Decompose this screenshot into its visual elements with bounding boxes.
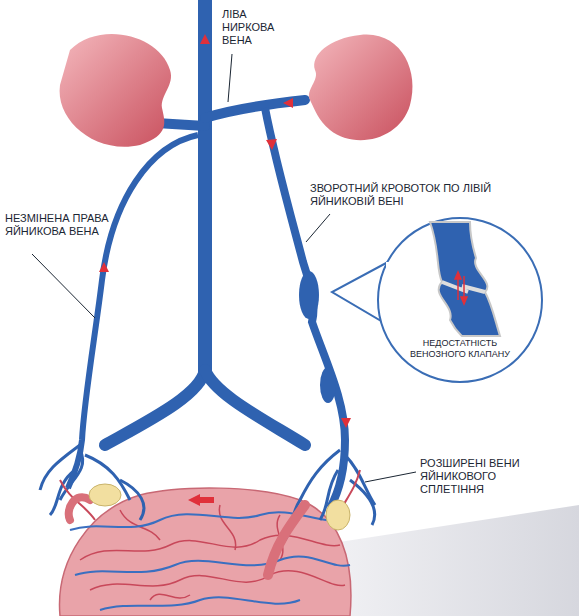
vein-bulge (320, 367, 336, 403)
callout-label: РОЗШИРЕНІ ВЕНИ ЯЙНИКОВОГО СПЛЕТІННЯ (420, 457, 560, 496)
right-ovarian-vein (68, 135, 198, 488)
floor-shade (320, 505, 579, 616)
left-ovarian-vein (265, 108, 345, 508)
callout-joint (386, 262, 392, 325)
reflux-arrow (455, 272, 467, 304)
uterine-arteries (80, 505, 345, 600)
callout-circle (378, 218, 542, 382)
ovarian-plexus (40, 445, 375, 540)
ovarian-arteries (60, 470, 360, 520)
kidney (60, 34, 171, 147)
magnifier-callout: НЕДОСТАТНІСТЬ ВЕНОЗНОГО КЛАПАНУ (378, 218, 542, 382)
fallopian-tube (268, 505, 305, 575)
callout-label: ЗВОРОТНИЙ КРОВОТОК ПО ЛІВІЙ ЯЙНИКОВІЙ ВЕ… (310, 182, 500, 208)
uterine-veins (70, 512, 350, 610)
flow-arrow (99, 34, 351, 506)
leader-line (32, 54, 416, 482)
magnified-vein (430, 222, 500, 336)
fallopian-tube (69, 497, 90, 520)
uterus (60, 488, 351, 616)
ovary (89, 484, 121, 506)
ovary (326, 500, 350, 530)
vein-bulge (299, 271, 319, 319)
callout-caption: НЕДОСТАТНІСТЬ ВЕНОЗНОГО КЛАПАНУ (398, 338, 522, 360)
callout-label: НЕЗМІНЕНА ПРАВА ЯЙНИКОВА ВЕНА (5, 212, 117, 238)
callout-label: ЛІВА НИРКОВА ВЕНА (222, 8, 286, 47)
kidney (309, 35, 413, 141)
